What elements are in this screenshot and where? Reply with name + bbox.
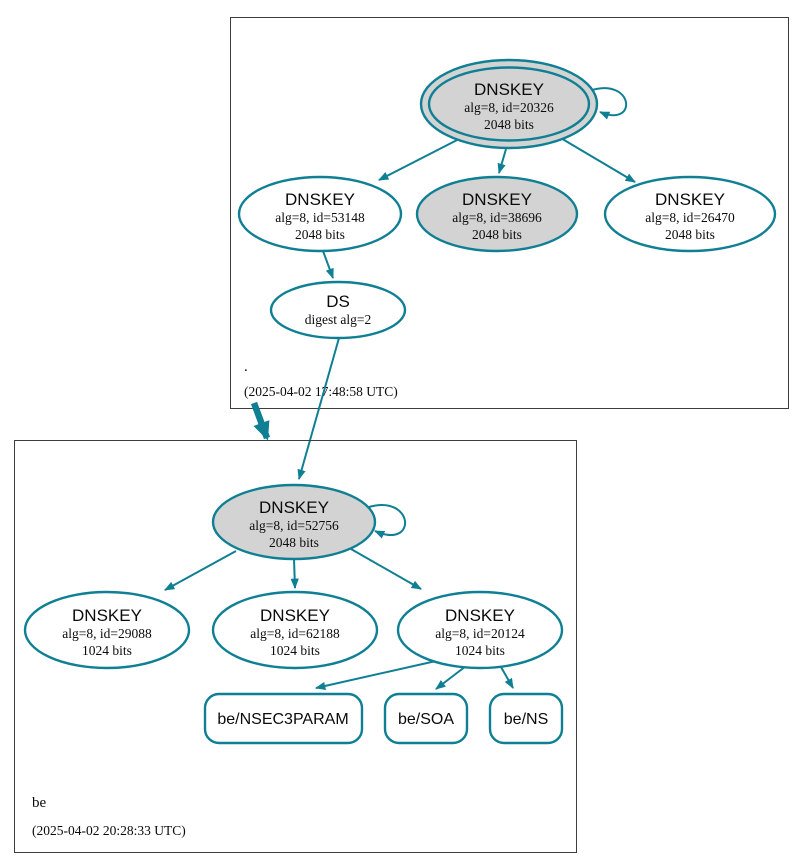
node-type-label: DNSKEY bbox=[474, 80, 544, 99]
edge-be-zsk3-to-soa bbox=[435, 665, 467, 690]
node-type-label: DNSKEY bbox=[445, 606, 515, 625]
node-dnskey-53148[interactable]: DNSKEY alg=8, id=53148 2048 bits bbox=[237, 175, 403, 253]
node-type-label: DNSKEY bbox=[260, 606, 330, 625]
zone-root: . (2025-04-02 17:48:58 UTC) DNSKEY alg=8… bbox=[230, 17, 789, 409]
node-detail-label: alg=8, id=20326 bbox=[464, 100, 554, 115]
node-detail-label: alg=8, id=20124 bbox=[435, 626, 525, 641]
edge-root-ksk-to-zsk3 bbox=[558, 136, 636, 183]
rrset-label: be/NS bbox=[504, 711, 548, 728]
node-detail-label: alg=8, id=26470 bbox=[645, 210, 735, 225]
rrset-label: be/NSEC3PARAM bbox=[217, 711, 348, 728]
edge-root-zsk1-to-ds bbox=[322, 250, 334, 279]
edge-root-ksk-to-zsk1 bbox=[378, 137, 462, 181]
node-detail-label: alg=8, id=62188 bbox=[250, 626, 340, 641]
zone-box-be bbox=[14, 440, 577, 853]
edge-be-zsk3-to-ns bbox=[500, 666, 514, 689]
node-bits-label: 2048 bits bbox=[295, 227, 345, 242]
node-dnskey-38696[interactable]: DNSKEY alg=8, id=38696 2048 bits bbox=[415, 175, 579, 253]
node-detail-label: alg=8, id=38696 bbox=[452, 210, 542, 225]
edge-be-zsk3-to-nsec3param bbox=[314, 660, 437, 691]
edge-be-ksk-selfloop bbox=[368, 504, 407, 539]
node-detail-label: alg=8, id=52756 bbox=[249, 518, 339, 533]
node-bits-label: 1024 bits bbox=[455, 643, 505, 658]
node-rrset-ns[interactable]: be/NS bbox=[488, 692, 564, 745]
node-bits-label: 2048 bits bbox=[665, 227, 715, 242]
node-dnskey-52756[interactable]: DNSKEY alg=8, id=52756 2048 bits bbox=[211, 483, 377, 561]
node-detail-label: digest alg=2 bbox=[305, 312, 371, 327]
node-rrset-soa[interactable]: be/SOA bbox=[383, 692, 469, 745]
node-bits-label: 2048 bits bbox=[472, 227, 522, 242]
zone-timestamp-root: (2025-04-02 17:48:58 UTC) bbox=[244, 384, 398, 399]
edge-be-ksk-to-zsk3 bbox=[350, 548, 422, 590]
edge-be-ksk-to-zsk2 bbox=[290, 558, 299, 590]
zone-timestamp-be: (2025-04-02 20:28:33 UTC) bbox=[32, 823, 186, 838]
edge-ds-to-be-ksk bbox=[297, 337, 340, 481]
node-ds-root[interactable]: DS digest alg=2 bbox=[269, 280, 407, 340]
edge-root-ksk-to-zsk2 bbox=[497, 148, 507, 174]
node-type-label: DNSKEY bbox=[462, 190, 532, 209]
zone-be: be (2025-04-02 20:28:33 UTC) DNSKEY alg=… bbox=[14, 440, 577, 853]
node-detail-label: alg=8, id=53148 bbox=[275, 210, 365, 225]
node-dnskey-26470[interactable]: DNSKEY alg=8, id=26470 2048 bits bbox=[603, 175, 777, 253]
node-dnskey-20326[interactable]: DNSKEY alg=8, id=20326 2048 bits bbox=[419, 58, 599, 150]
edge-zone-delegation-arrow bbox=[250, 401, 271, 441]
node-bits-label: 2048 bits bbox=[484, 117, 534, 132]
node-type-label: DNSKEY bbox=[72, 606, 142, 625]
node-type-label: DNSKEY bbox=[259, 498, 329, 517]
edge-root-ksk-selfloop bbox=[591, 87, 627, 120]
zone-box-root bbox=[230, 17, 789, 409]
node-rrset-nsec3param[interactable]: be/NSEC3PARAM bbox=[203, 692, 364, 745]
node-dnskey-20124[interactable]: DNSKEY alg=8, id=20124 1024 bits bbox=[396, 590, 564, 670]
rrset-label: be/SOA bbox=[398, 711, 454, 728]
node-bits-label: 1024 bits bbox=[82, 643, 132, 658]
node-dnskey-62188[interactable]: DNSKEY alg=8, id=62188 1024 bits bbox=[211, 590, 379, 670]
zone-label-be: be bbox=[32, 795, 47, 811]
node-type-label: DNSKEY bbox=[285, 190, 355, 209]
node-bits-label: 1024 bits bbox=[270, 643, 320, 658]
edge-be-ksk-to-zsk1 bbox=[164, 550, 237, 591]
node-dnskey-29088[interactable]: DNSKEY alg=8, id=29088 1024 bits bbox=[23, 590, 191, 670]
node-type-label: DS bbox=[326, 292, 350, 311]
zone-label-root: . bbox=[244, 359, 248, 375]
node-detail-label: alg=8, id=29088 bbox=[62, 626, 152, 641]
node-type-label: DNSKEY bbox=[655, 190, 725, 209]
node-bits-label: 2048 bits bbox=[269, 535, 319, 550]
